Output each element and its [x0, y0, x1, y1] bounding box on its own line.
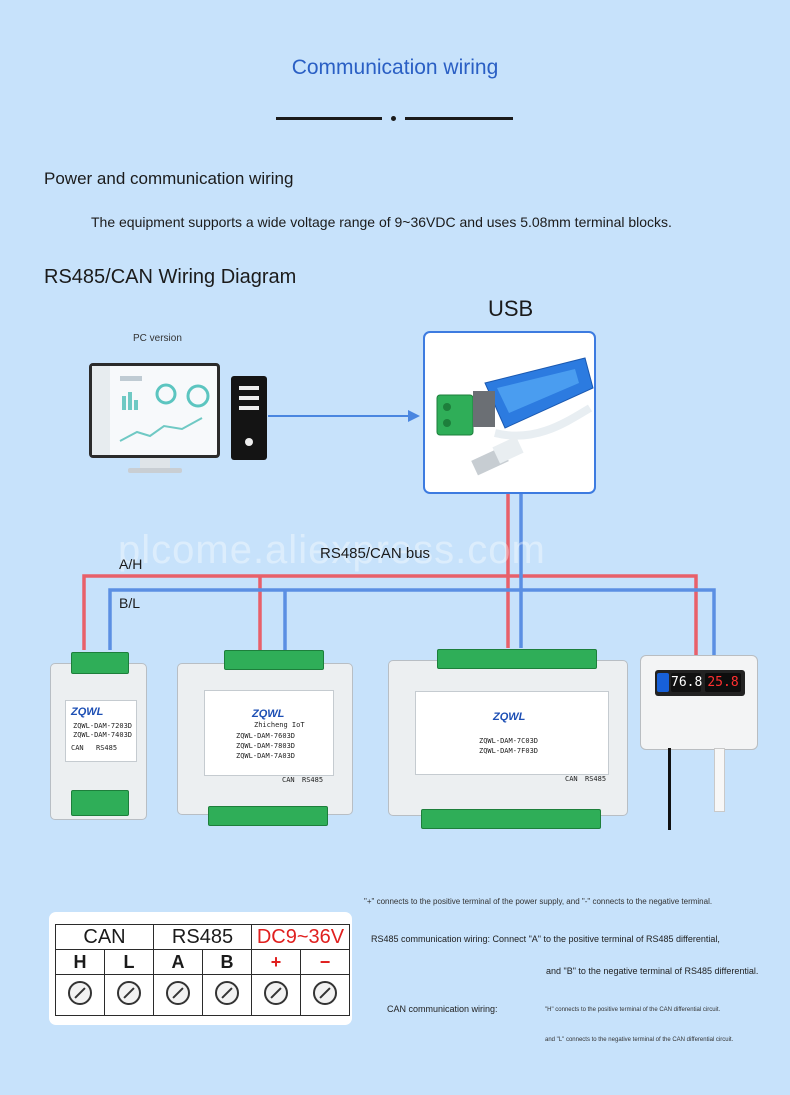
note-rs485-line2: and "B" to the negative terminal of RS48…: [546, 966, 759, 976]
module-3-top-terminal: [437, 649, 597, 669]
pc-usb-arrowhead: [408, 410, 420, 422]
screw-h: [55, 974, 105, 1016]
module-1-panel: [65, 700, 137, 762]
title-divider-dot: [391, 116, 396, 121]
diagram-heading: RS485/CAN Wiring Diagram: [44, 266, 297, 288]
module-2-sub: Zhicheng IoT: [254, 721, 305, 729]
wire-a-label: A/H: [119, 556, 143, 572]
title-divider-right: [405, 117, 513, 120]
pin-minus: −: [300, 949, 350, 975]
module-3-panel: [415, 691, 609, 775]
sensor-temperature: 25.8: [705, 673, 741, 692]
screw-icon: [166, 980, 190, 1005]
sensor-icon-strip: [657, 673, 669, 692]
module-1-model-2: ZQWL-DAM-7403D: [73, 731, 133, 739]
wire-b-label: B/L: [119, 595, 141, 611]
screw-a: [153, 974, 203, 1016]
module-3-brand: ZQWL: [493, 711, 526, 723]
module-1-model-1: ZQWL-DAM-7203D: [73, 722, 133, 730]
screw-icon: [264, 980, 288, 1005]
pc-tower-icon: [231, 376, 267, 460]
io-module-3: ZQWL ZQWL-DAM-7C03D ZQWL-DAM-7F03D CAN R…: [388, 649, 628, 829]
pc-caption: PC version: [133, 333, 182, 344]
sensor-humidity: 76.8: [671, 673, 703, 692]
sensor-probe: [714, 748, 725, 812]
terminal-table: CAN RS485 DC9~36V H L A B + −: [55, 924, 350, 1016]
module-2-label-rs485: RS485: [302, 776, 324, 784]
screw-l: [104, 974, 154, 1016]
wire-b-bus: [108, 588, 716, 660]
pin-l: L: [104, 949, 154, 975]
pin-plus: +: [251, 949, 301, 975]
module-3-model-1: ZQWL-DAM-7C03D: [479, 737, 539, 745]
usb-adapter-box: [423, 331, 596, 494]
watermark: plcome.aliexpress.com: [118, 528, 546, 572]
screw-icon: [117, 980, 141, 1005]
note-can-h: "H" connects to the positive terminal of…: [545, 1007, 721, 1013]
screw-icon: [215, 980, 239, 1005]
pin-h: H: [55, 949, 105, 975]
module-2-model-2: ZQWL-DAM-7803D: [236, 742, 296, 750]
note-can-label: CAN communication wiring:: [387, 1004, 498, 1014]
screw-minus: [300, 974, 350, 1016]
module-1-label-can: CAN: [71, 744, 84, 752]
pc-monitor-icon: [89, 363, 220, 458]
sensor-cable: [668, 748, 671, 830]
module-2-label-can: CAN: [282, 776, 295, 784]
screw-b: [202, 974, 252, 1016]
module-2-model-1: ZQWL-DAM-7603D: [236, 732, 296, 740]
io-module-2: ZQWL Zhicheng IoT ZQWL-DAM-7603D ZQWL-DA…: [177, 650, 353, 826]
page-title: Communication wiring: [291, 56, 499, 79]
note-rs485-line1: RS485 communication wiring: Connect "A" …: [371, 934, 720, 944]
module-2-panel: [204, 690, 334, 776]
section-heading: Power and communication wiring: [44, 169, 294, 188]
module-3-bottom-terminal: [421, 809, 601, 829]
module-2-model-3: ZQWL-DAM-7A03D: [236, 752, 296, 760]
module-3-model-2: ZQWL-DAM-7F03D: [479, 747, 539, 755]
module-1-bottom-terminal: [71, 790, 129, 816]
bus-label: RS485/CAN bus: [320, 545, 431, 562]
io-module-1: ZQWL ZQWL-DAM-7203D ZQWL-DAM-7403D CAN R…: [50, 652, 147, 820]
note-can-l: and "L" connects to the negative termina…: [545, 1037, 734, 1043]
screw-plus: [251, 974, 301, 1016]
module-2-brand: ZQWL: [252, 708, 285, 720]
group-power: DC9~36V: [251, 924, 350, 950]
section-description: The equipment supports a wide voltage ra…: [91, 214, 672, 230]
note-power: "+" connects to the positive terminal of…: [364, 897, 713, 906]
screw-icon: [313, 980, 337, 1005]
module-1-top-terminal: [71, 652, 129, 674]
pc-monitor-stand: [140, 458, 170, 468]
module-3-label-rs485: RS485: [585, 775, 607, 783]
module-2-top-terminal: [224, 650, 324, 670]
title-divider-left: [276, 117, 382, 120]
group-can: CAN: [55, 924, 154, 950]
terminal-pinout: CAN RS485 DC9~36V H L A B + −: [49, 912, 352, 1025]
temp-humidity-sensor: 76.8 25.8: [640, 655, 758, 750]
pin-b: B: [202, 949, 252, 975]
pin-a: A: [153, 949, 203, 975]
usb-adapter-icon: [436, 357, 594, 476]
module-2-bottom-terminal: [208, 806, 328, 826]
usb-title: USB: [488, 296, 534, 321]
screw-icon: [68, 980, 92, 1005]
module-1-brand: ZQWL: [71, 706, 104, 718]
pc-monitor-base: [128, 468, 182, 473]
module-3-label-can: CAN: [565, 775, 578, 783]
module-1-label-rs485: RS485: [96, 744, 118, 752]
group-rs485: RS485: [153, 924, 252, 950]
wire-a-bus: [82, 574, 698, 660]
